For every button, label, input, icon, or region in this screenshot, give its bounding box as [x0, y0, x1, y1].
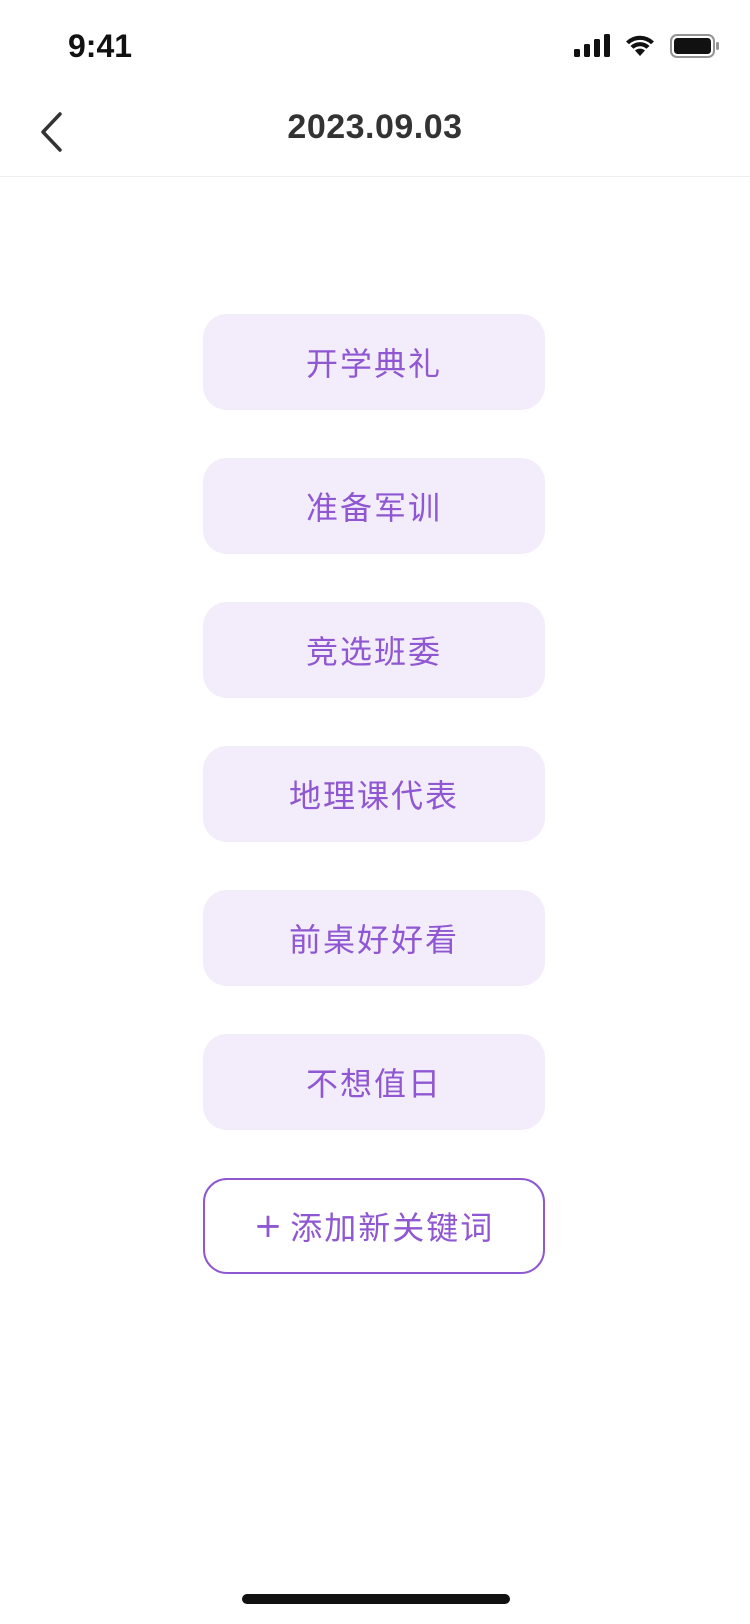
keyword-label: 地理课代表: [288, 777, 459, 815]
keyword-label: 前桌好好看: [288, 921, 459, 959]
chevron-left-icon: [41, 112, 62, 152]
keyword-label: 准备军训: [305, 489, 442, 527]
keyword-chip[interactable]: 开学典礼: [203, 314, 545, 410]
keyword-chip[interactable]: 前桌好好看: [203, 890, 545, 986]
home-indicator[interactable]: [242, 1594, 510, 1604]
cellular-signal-icon: [574, 34, 610, 57]
keyword-label: 开学典礼: [305, 345, 442, 383]
wifi-icon: [626, 35, 654, 56]
status-bar: 9:41: [0, 0, 750, 88]
add-keyword-label: 添加新关键词: [290, 1209, 495, 1247]
keyword-chip[interactable]: 竞选班委: [203, 602, 545, 698]
keyword-chip[interactable]: 地理课代表: [203, 746, 545, 842]
plus-icon: +: [253, 1206, 283, 1246]
nav-bar: 2023.09.03: [0, 88, 750, 177]
keyword-chip[interactable]: 准备军训: [203, 458, 545, 554]
keyword-label: 竞选班委: [305, 633, 442, 671]
status-icons: [574, 34, 720, 58]
keyword-label: 不想值日: [305, 1065, 442, 1103]
back-button[interactable]: [28, 108, 76, 156]
page-title: 2023.09.03: [287, 108, 463, 146]
battery-icon: [670, 34, 719, 58]
keyword-list: 开学典礼 准备军训 竞选班委 地理课代表 前桌好好看 不想值日 + 添加新关键词: [203, 314, 545, 1274]
add-keyword-button[interactable]: + 添加新关键词: [203, 1178, 545, 1274]
keyword-chip[interactable]: 不想值日: [203, 1034, 545, 1130]
status-time: 9:41: [68, 28, 133, 64]
